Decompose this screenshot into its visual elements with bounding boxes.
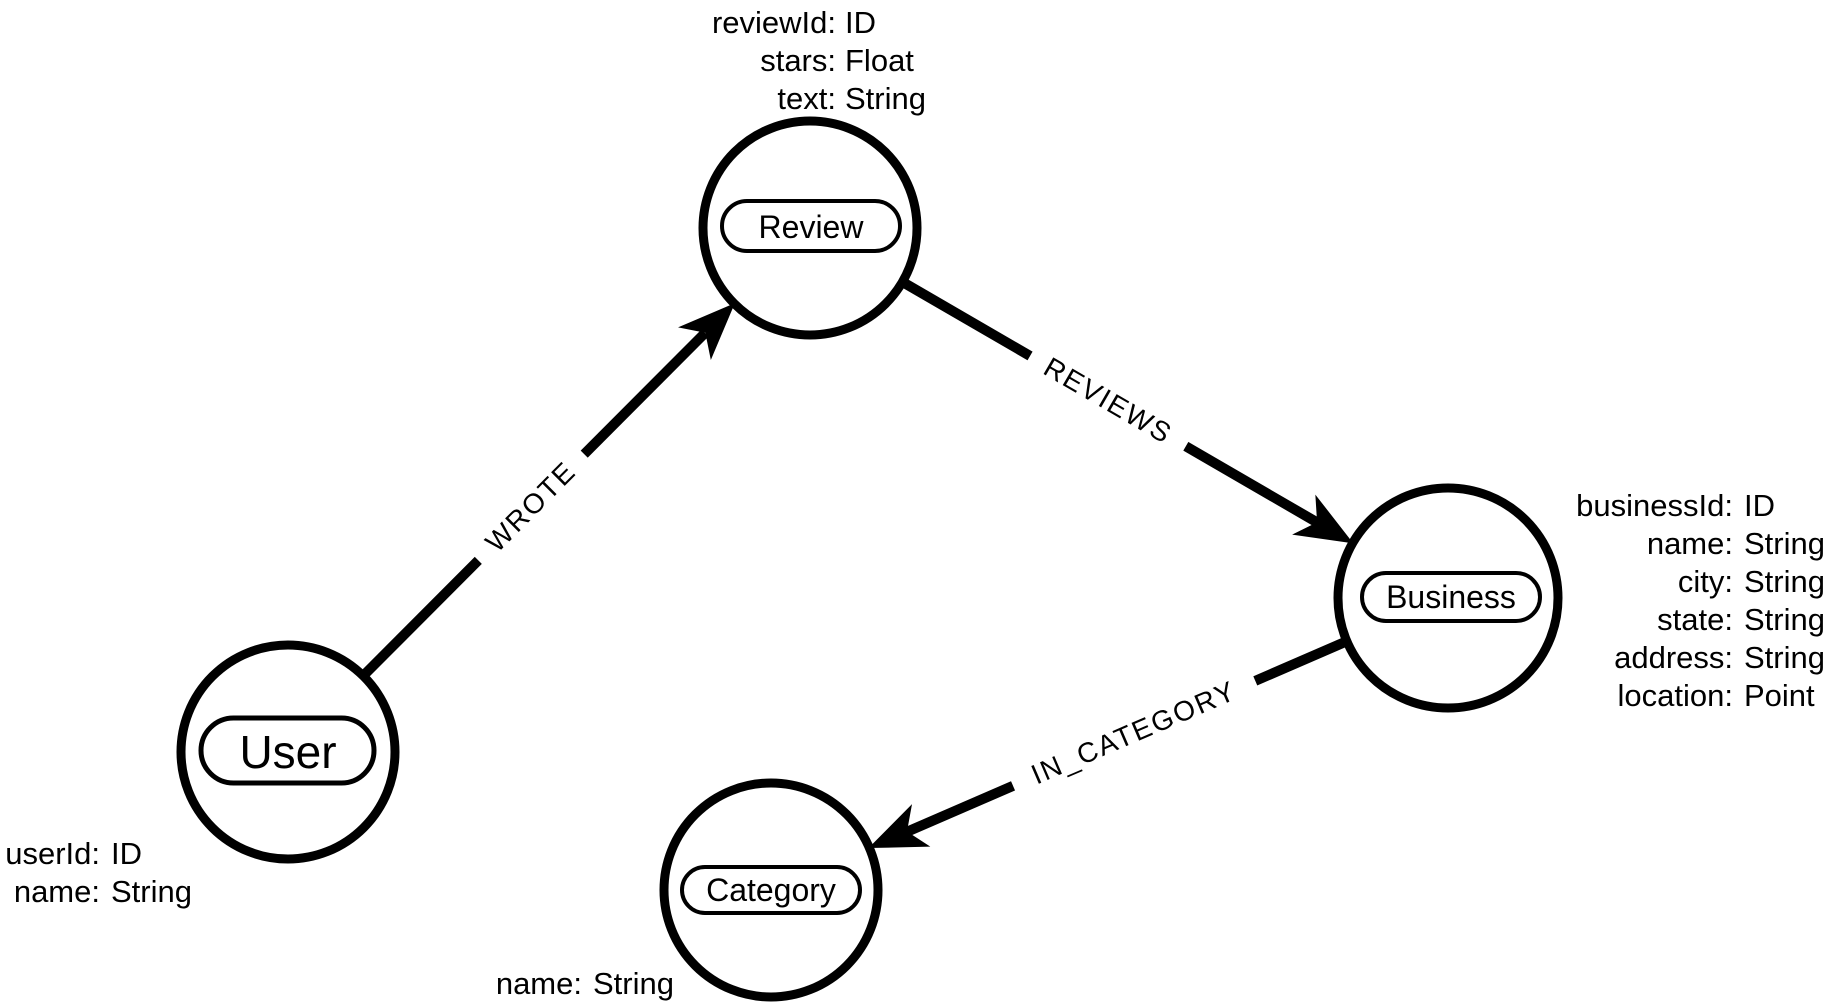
- property-key: name:: [496, 966, 582, 1001]
- property-key: name:: [14, 874, 100, 909]
- property-type: String: [111, 874, 192, 909]
- node-user: User: [176, 640, 400, 864]
- relationship-reviews-label: REVIEWS: [1039, 351, 1178, 450]
- property-type: ID: [1744, 488, 1775, 523]
- property-key: city:: [1678, 564, 1733, 599]
- node-user-caption: User: [239, 726, 336, 778]
- relationship-in-category-label: IN_CATEGORY: [1027, 675, 1241, 791]
- property-type: Float: [845, 43, 914, 78]
- property-key: stars:: [760, 43, 836, 78]
- node-business: Business: [1333, 483, 1563, 713]
- relationship-wrote-arrowhead: [678, 303, 735, 361]
- relationship-wrote-label-background: [463, 439, 599, 575]
- relationship-reviews-arrowhead: [1292, 494, 1354, 544]
- property-type: Point: [1744, 678, 1815, 713]
- property-key: businessId:: [1576, 488, 1733, 523]
- property-key: name:: [1647, 526, 1733, 561]
- property-key: location:: [1618, 678, 1733, 713]
- node-category-caption-pill: [680, 865, 862, 915]
- node-business-caption: Business: [1386, 579, 1516, 615]
- node-review: Review: [698, 116, 922, 340]
- node-user-caption-pill: [198, 715, 377, 786]
- node-category-caption: Category: [706, 872, 836, 908]
- property-type: String: [1744, 564, 1825, 599]
- property-type: String: [593, 966, 674, 1001]
- property-type: ID: [111, 836, 142, 871]
- property-type: ID: [845, 5, 876, 40]
- node-user-properties: userId: ID name: String: [5, 836, 192, 909]
- property-type: String: [1744, 640, 1825, 675]
- node-category: Category: [659, 778, 883, 1002]
- relationship-reviews: REVIEWS: [903, 279, 1354, 544]
- relationship-wrote: WROTE: [362, 303, 735, 677]
- property-key: text:: [777, 81, 836, 116]
- node-review-properties: reviewId: ID stars: Float text: String: [712, 5, 926, 116]
- node-review-caption-pill: [720, 199, 902, 253]
- node-category-properties: name: String: [496, 966, 674, 1001]
- property-key: reviewId:: [712, 5, 836, 40]
- relationship-wrote-label: WROTE: [479, 455, 582, 558]
- property-type: String: [1744, 602, 1825, 637]
- node-review-caption: Review: [759, 209, 865, 245]
- relationship-in-category-label-background: [1004, 662, 1264, 804]
- relationship-in-category-arrowhead: [868, 804, 931, 849]
- relationship-in-category: IN_CATEGORY: [868, 637, 1347, 849]
- node-business-properties: businessId: ID name: String city: String…: [1576, 488, 1825, 713]
- property-key: userId:: [5, 836, 100, 871]
- property-key: address:: [1614, 640, 1733, 675]
- relationship-reviews-label-background: [1020, 338, 1196, 464]
- node-business-caption-pill: [1360, 571, 1542, 623]
- property-key: state:: [1657, 602, 1733, 637]
- property-type: String: [1744, 526, 1825, 561]
- property-type: String: [845, 81, 926, 116]
